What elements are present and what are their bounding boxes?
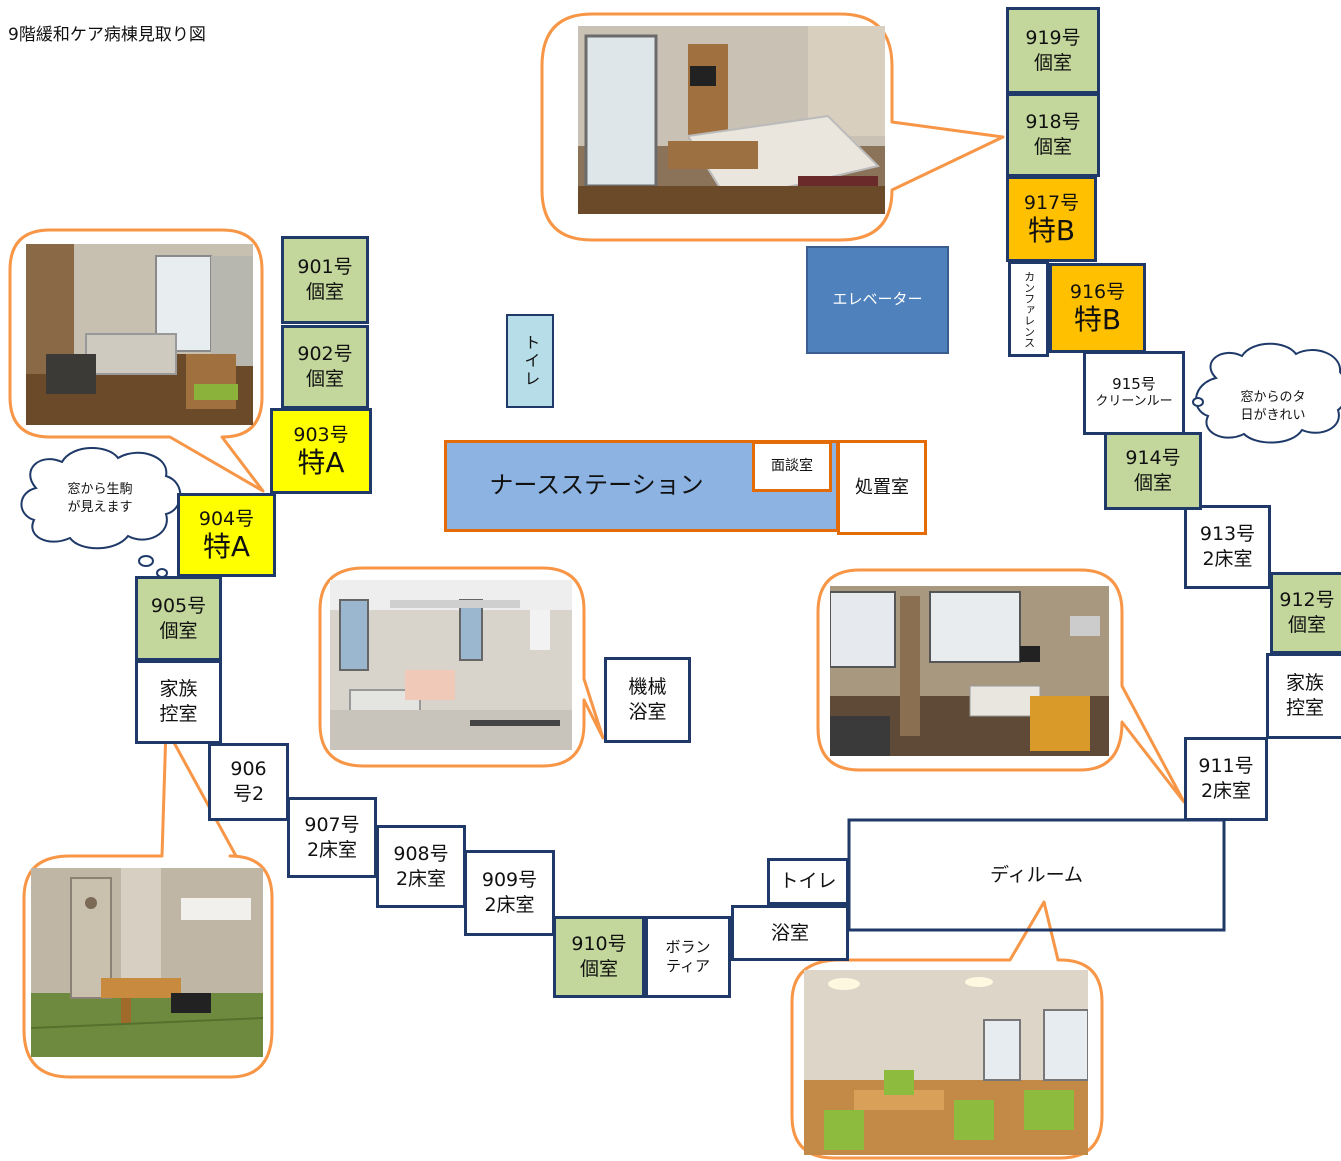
machine-bath[interactable]: 機械 浴室: [604, 657, 691, 743]
room-904-number: 904号: [198, 507, 255, 530]
machine-bath-line2: 浴室: [628, 701, 667, 723]
treatment-room-label: 処置室: [855, 476, 909, 498]
room-908-number: 908号: [393, 842, 449, 865]
room-903[interactable]: 903号 特A: [270, 408, 372, 494]
room-909-number: 909号: [481, 869, 538, 892]
room-913-number: 913号: [1199, 523, 1256, 546]
conference-room[interactable]: カンファレンス: [1008, 261, 1049, 357]
volunteer-room-line1: ボラン: [665, 937, 711, 956]
room-915[interactable]: 915号 クリーンルー: [1083, 351, 1185, 435]
room-907-number: 907号: [304, 813, 360, 836]
room-908-type: 2床室: [395, 867, 447, 890]
room-919-type: 個室: [1033, 51, 1072, 74]
photo-family-room: [31, 868, 263, 1057]
room-916[interactable]: 916号 特B: [1049, 263, 1146, 353]
interview-room[interactable]: 面談室: [752, 441, 832, 492]
room-904[interactable]: 904号 特A: [177, 493, 276, 577]
room-905[interactable]: 905号 個室: [135, 576, 222, 661]
room-906[interactable]: 906 号2: [208, 743, 289, 821]
room-918[interactable]: 918号 個室: [1006, 93, 1100, 177]
room-911[interactable]: 911号 2床室: [1184, 737, 1268, 821]
room-913[interactable]: 913号 2床室: [1184, 505, 1271, 589]
room-901-type: 個室: [305, 281, 344, 303]
family-room-left-line2: 控室: [159, 703, 198, 725]
cloud-note-sunset: 窓からのタ 日がきれい: [1240, 390, 1306, 423]
room-901[interactable]: 901号 個室: [281, 236, 369, 324]
room-904-type: 特A: [202, 530, 251, 564]
photo-room-911: [830, 586, 1109, 756]
room-902-number: 902号: [297, 343, 353, 366]
room-911-number: 911号: [1198, 755, 1254, 778]
interview-room-label: 面談室: [771, 458, 813, 475]
bath-room-label: 浴室: [770, 921, 809, 944]
room-917-type: 特B: [1027, 214, 1076, 248]
room-912[interactable]: 912号 個室: [1270, 572, 1341, 654]
photo-machine-bath: [330, 580, 572, 750]
room-907[interactable]: 907号 2床室: [287, 797, 377, 878]
room-916-type: 特B: [1073, 303, 1122, 337]
volunteer-room-line2: ティア: [665, 957, 711, 975]
room-906-number: 906: [230, 758, 267, 781]
page-title: 9階緩和ケア病棟見取り図: [8, 25, 206, 45]
volunteer-room[interactable]: ボラン ティア: [645, 916, 731, 998]
room-919-number: 919号: [1025, 26, 1081, 49]
room-908[interactable]: 908号 2床室: [376, 825, 466, 908]
room-919[interactable]: 919号 個室: [1006, 7, 1100, 94]
room-913-type: 2床室: [1202, 548, 1253, 570]
family-room-left[interactable]: 家族 控室: [135, 660, 222, 744]
room-910[interactable]: 910号 個室: [553, 916, 645, 998]
room-914-type: 個室: [1133, 472, 1172, 494]
room-914-number: 914号: [1125, 447, 1181, 470]
elevator[interactable]: エレベーター: [806, 246, 949, 354]
bath-room[interactable]: 浴室: [731, 905, 849, 961]
toilet-lower-label: トイレ: [779, 870, 837, 893]
family-room-left-line1: 家族: [159, 678, 198, 701]
room-903-type: 特A: [297, 446, 345, 480]
room-917[interactable]: 917号 特B: [1006, 176, 1097, 262]
dayroom-label: ディルーム: [989, 863, 1084, 886]
dayroom[interactable]: ディルーム: [849, 820, 1224, 930]
toilet-center-label: トイレ: [521, 334, 541, 388]
room-912-number: 912号: [1279, 589, 1335, 612]
toilet-center[interactable]: トイレ: [506, 314, 554, 408]
nurse-station-label: ナースステーション: [489, 471, 704, 500]
family-room-right-line1: 家族: [1285, 672, 1324, 695]
room-906-type: 号2: [232, 783, 265, 805]
photo-dayroom: [804, 970, 1088, 1155]
room-909-type: 2床室: [484, 894, 535, 916]
room-909[interactable]: 909号 2床室: [464, 850, 555, 936]
treatment-room[interactable]: 処置室: [837, 440, 927, 535]
family-room-right-line2: 控室: [1285, 697, 1324, 719]
elevator-label: エレベーター: [832, 290, 923, 309]
room-918-number: 918号: [1025, 111, 1081, 134]
room-915-number: 915号: [1112, 374, 1156, 393]
room-914[interactable]: 914号 個室: [1104, 432, 1202, 510]
room-905-type: 個室: [159, 619, 198, 642]
room-902-type: 個室: [305, 368, 344, 390]
room-918-type: 個室: [1033, 136, 1072, 158]
room-915-type: クリーンルー: [1095, 394, 1173, 410]
photo-room-918: [578, 26, 885, 214]
photo-room-903: [26, 244, 253, 425]
machine-bath-line1: 機械: [628, 676, 667, 699]
room-917-number: 917号: [1023, 191, 1080, 214]
room-912-type: 個室: [1287, 614, 1326, 636]
room-911-type: 2床室: [1200, 780, 1252, 802]
room-916-number: 916号: [1069, 280, 1126, 303]
room-901-number: 901号: [297, 256, 353, 279]
toilet-lower[interactable]: トイレ: [767, 858, 849, 905]
room-910-type: 個室: [579, 958, 618, 980]
room-910-number: 910号: [571, 933, 627, 956]
cloud-note-ikoma: 窓から生駒 が見えます: [67, 482, 133, 515]
family-room-right[interactable]: 家族 控室: [1266, 653, 1341, 739]
conference-room-label: カンファレンス: [1022, 270, 1036, 348]
room-903-number: 903号: [293, 423, 349, 446]
room-907-type: 2床室: [306, 838, 358, 861]
room-905-number: 905号: [150, 594, 207, 617]
room-902[interactable]: 902号 個室: [281, 325, 369, 409]
